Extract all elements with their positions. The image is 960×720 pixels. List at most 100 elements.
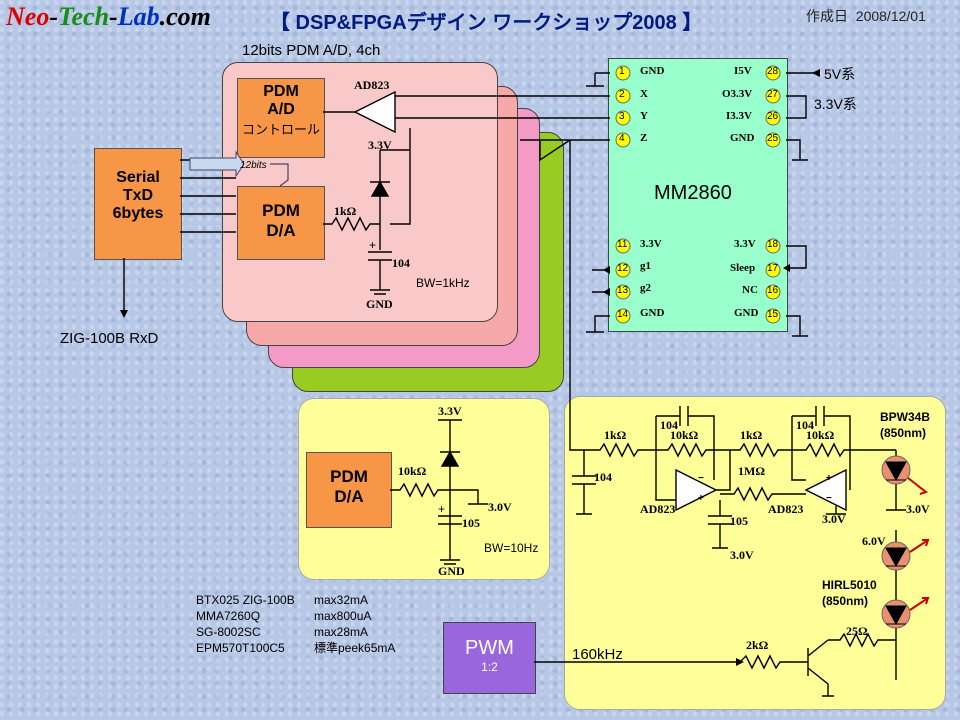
opt-op1-minus: − xyxy=(698,473,704,484)
opt-r3 xyxy=(714,442,792,458)
serial-output-arrow xyxy=(120,310,128,318)
adc-opamp xyxy=(353,90,396,134)
pin-label-26: I3.3V xyxy=(726,110,752,122)
led1-light-out xyxy=(909,539,930,553)
opt-c-bias xyxy=(708,500,732,549)
logo-part-neo: Neo xyxy=(6,2,50,31)
adc-vref: 3.3V xyxy=(368,138,392,152)
photodiode-symbol xyxy=(885,461,907,482)
pwm-label: PWM xyxy=(465,637,514,659)
photodiode-name: BPW34B xyxy=(880,410,931,424)
light-in-arrow xyxy=(907,477,929,495)
z-to-optical-wire xyxy=(569,140,584,451)
opt-c-fb2-label: 104 xyxy=(796,418,814,432)
power-current: max32mA xyxy=(314,593,369,607)
pin13-arrow xyxy=(603,288,610,296)
dac-ground-label: GND xyxy=(438,564,465,578)
date-value: 2008/12/01 xyxy=(855,8,926,24)
pwm-arrow xyxy=(736,658,744,666)
pin-num-16: 16 xyxy=(767,285,779,296)
pin-num-25: 25 xyxy=(767,133,779,144)
opt-r5 xyxy=(720,486,806,502)
dac-resistor xyxy=(390,482,450,498)
photodiode-wavelength: (850nm) xyxy=(880,426,927,440)
power-current: 標準peek65mA xyxy=(314,641,396,655)
opt-r-base xyxy=(739,654,808,670)
opt-opamp2 xyxy=(804,468,847,512)
adc-bus-label: 12bits xyxy=(240,160,267,171)
pin27-26-wire xyxy=(786,95,807,119)
wire-z-branch xyxy=(539,139,571,162)
power-row: BTX025 ZIG-100B max32mA xyxy=(196,592,395,608)
power-current: max800uA xyxy=(314,609,372,623)
pwm-block: PWM 1:2 xyxy=(443,622,536,694)
adc-bandwidth: BW=1kHz xyxy=(416,276,470,290)
dac-pdm-line2: D/A xyxy=(334,487,364,506)
adc-caption: 12bits PDM A/D, 4ch xyxy=(242,42,381,59)
opamp-feedback xyxy=(390,128,411,225)
mm2860-label: MM2860 xyxy=(654,182,732,204)
pin14-ground xyxy=(586,315,610,333)
pin25-ground xyxy=(786,139,808,161)
power-part: SG-8002SC xyxy=(196,625,261,639)
pin-num-15: 15 xyxy=(767,309,779,320)
opt-c-fb1 xyxy=(656,406,715,480)
pin-num-13: 13 xyxy=(617,285,629,296)
led-name: HIRL5010 xyxy=(822,578,877,592)
pin-label-27: O3.3V xyxy=(722,88,753,100)
pin-num-2: 2 xyxy=(619,89,625,100)
pin1-ground xyxy=(586,72,610,87)
opt-r1 xyxy=(584,442,656,458)
ground-symbol xyxy=(370,260,390,295)
opt-op2-plus: + xyxy=(826,473,832,484)
power-current: max28mA xyxy=(314,625,369,639)
dac-diode xyxy=(440,450,460,467)
pin-label-2: X xyxy=(640,88,648,100)
pin12-arrow xyxy=(603,266,610,274)
serial-line1: Serial xyxy=(116,169,160,186)
pin17-arrow xyxy=(783,264,790,272)
logo-dash: - xyxy=(109,2,118,31)
pin-num-11: 11 xyxy=(617,239,628,250)
opt-r-led xyxy=(828,632,896,648)
dac-cap-label: 105 xyxy=(462,516,480,530)
pdm-da-block: PDM D/A xyxy=(237,186,325,260)
logo-dash: - xyxy=(49,2,58,31)
pin-label-15: GND xyxy=(734,307,759,319)
logo-part-com: .com xyxy=(159,2,211,31)
opt-op2-minus: − xyxy=(826,493,832,504)
power-part: EPM570T100C5 xyxy=(196,641,285,655)
creation-date: 作成日 2008/12/01 xyxy=(806,6,926,26)
opt-r-base-label: 2kΩ xyxy=(746,638,769,652)
opt-bias2: 3.0V xyxy=(822,512,846,526)
dac-ground xyxy=(440,540,460,565)
dac-pdm-line1: PDM xyxy=(330,467,368,486)
pin-num-14: 14 xyxy=(617,309,629,320)
npn-transistor xyxy=(807,639,834,697)
pin-label-18: 3.3V xyxy=(734,238,756,250)
pin-label-13: g2 xyxy=(640,282,651,294)
dac-cap xyxy=(438,515,462,525)
opt-r5-label: 1MΩ xyxy=(738,464,765,478)
logo-part-lab: Lab xyxy=(117,2,160,31)
dac-cap-plus: + xyxy=(438,502,446,516)
power-part: BTX025 ZIG-100B xyxy=(196,593,295,607)
opt-c-input xyxy=(572,450,596,515)
power-row: SG-8002SC max28mA xyxy=(196,624,395,640)
led2-light-out xyxy=(909,597,930,611)
dac-bias-wire xyxy=(450,489,488,505)
pin-num-1: 1 xyxy=(619,66,625,77)
logo-part-tech: Tech xyxy=(58,2,110,31)
page-title: 【 DSP&FPGAデザイン ワークショップ2008 】 xyxy=(270,12,703,34)
bus-arrow-down xyxy=(270,163,289,187)
led1-symbol xyxy=(885,547,907,568)
pdm-ad-control-block: PDM A/D コントロール xyxy=(237,78,325,158)
power-part: MMA7260Q xyxy=(196,609,261,623)
pin-label-3: Y xyxy=(640,110,648,122)
opt-r-led-label: 25Ω xyxy=(846,624,868,638)
capacitor-104 xyxy=(368,251,392,261)
date-label: 作成日 xyxy=(806,8,848,24)
pin-label-17: Sleep xyxy=(730,262,756,274)
dac-pdm-block: PDM D/A xyxy=(306,452,392,528)
pin-num-3: 3 xyxy=(619,111,625,122)
